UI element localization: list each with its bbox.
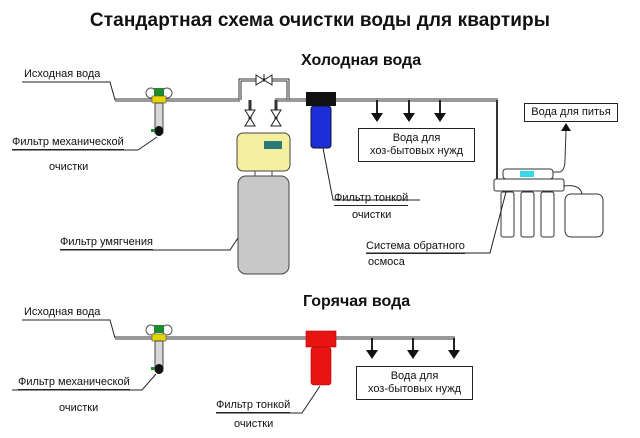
hot-fine-filter[interactable] [305, 330, 337, 386]
hot-mech-filter-label-2: очистки [59, 402, 99, 414]
hot-fine-filter-label: Фильтр тонкой [216, 399, 291, 413]
hot-fine-filter-label-2: очистки [234, 418, 274, 430]
cold-source-label: Исходная вода [24, 68, 101, 80]
cold-fine-filter-label: Фильтр тонкой [334, 192, 409, 206]
outlet-valve-icon[interactable] [270, 109, 282, 127]
page-title: Стандартная схема очистки воды для кварт… [89, 10, 551, 31]
cold-outlet-arrows [371, 100, 446, 122]
hot-water-heading: Горячая вода [303, 293, 411, 310]
bypass-valve-icon[interactable] [255, 74, 273, 86]
cold-mech-leader [12, 136, 158, 151]
drinking-water-box: Вода для питья [524, 103, 618, 122]
hot-outlet-arrows [366, 338, 460, 359]
cold-water-heading: Холодная вода [301, 52, 422, 69]
hot-household-water-box: Вода для хоз-бытовых нужд [356, 366, 473, 400]
cold-source-leader [22, 81, 116, 101]
hot-mech-filter-label: Фильтр механической [18, 376, 130, 390]
inlet-valve-icon[interactable] [244, 109, 256, 127]
hot-fine-leader [216, 385, 321, 414]
cold-mech-filter-label: Фильтр механической [12, 136, 124, 150]
softener-leader [60, 237, 239, 251]
hot-source-leader [22, 319, 116, 339]
cold-household-line2: хоз-бытовых нужд [369, 145, 464, 157]
ro-label: Система обратного [366, 240, 465, 254]
cold-fine-filter[interactable] [306, 92, 336, 149]
hot-household-line2: хоз-бытовых нужд [367, 383, 462, 395]
hot-household-line1: Вода для [390, 370, 439, 382]
cold-fine-filter-label-2: очистки [352, 209, 392, 221]
hot-mech-filter[interactable] [145, 324, 173, 374]
reverse-osmosis-system[interactable] [493, 123, 604, 238]
softener-filter[interactable] [236, 132, 291, 275]
cold-fine-leader [322, 147, 420, 201]
drinking-water-label: Вода для питья [531, 106, 611, 118]
cold-mech-filter-label-2: очистки [49, 161, 89, 173]
cold-household-line1: Вода для [392, 132, 441, 144]
cold-bypass [238, 78, 290, 125]
hot-mech-leader [12, 373, 157, 391]
softener-label: Фильтр умягчения [60, 236, 153, 250]
ro-label-2: осмоса [368, 256, 405, 268]
hot-source-label: Исходная вода [24, 306, 101, 318]
cold-mech-filter[interactable] [145, 87, 173, 136]
cold-household-water-box: Вода для хоз-бытовых нужд [358, 128, 475, 162]
